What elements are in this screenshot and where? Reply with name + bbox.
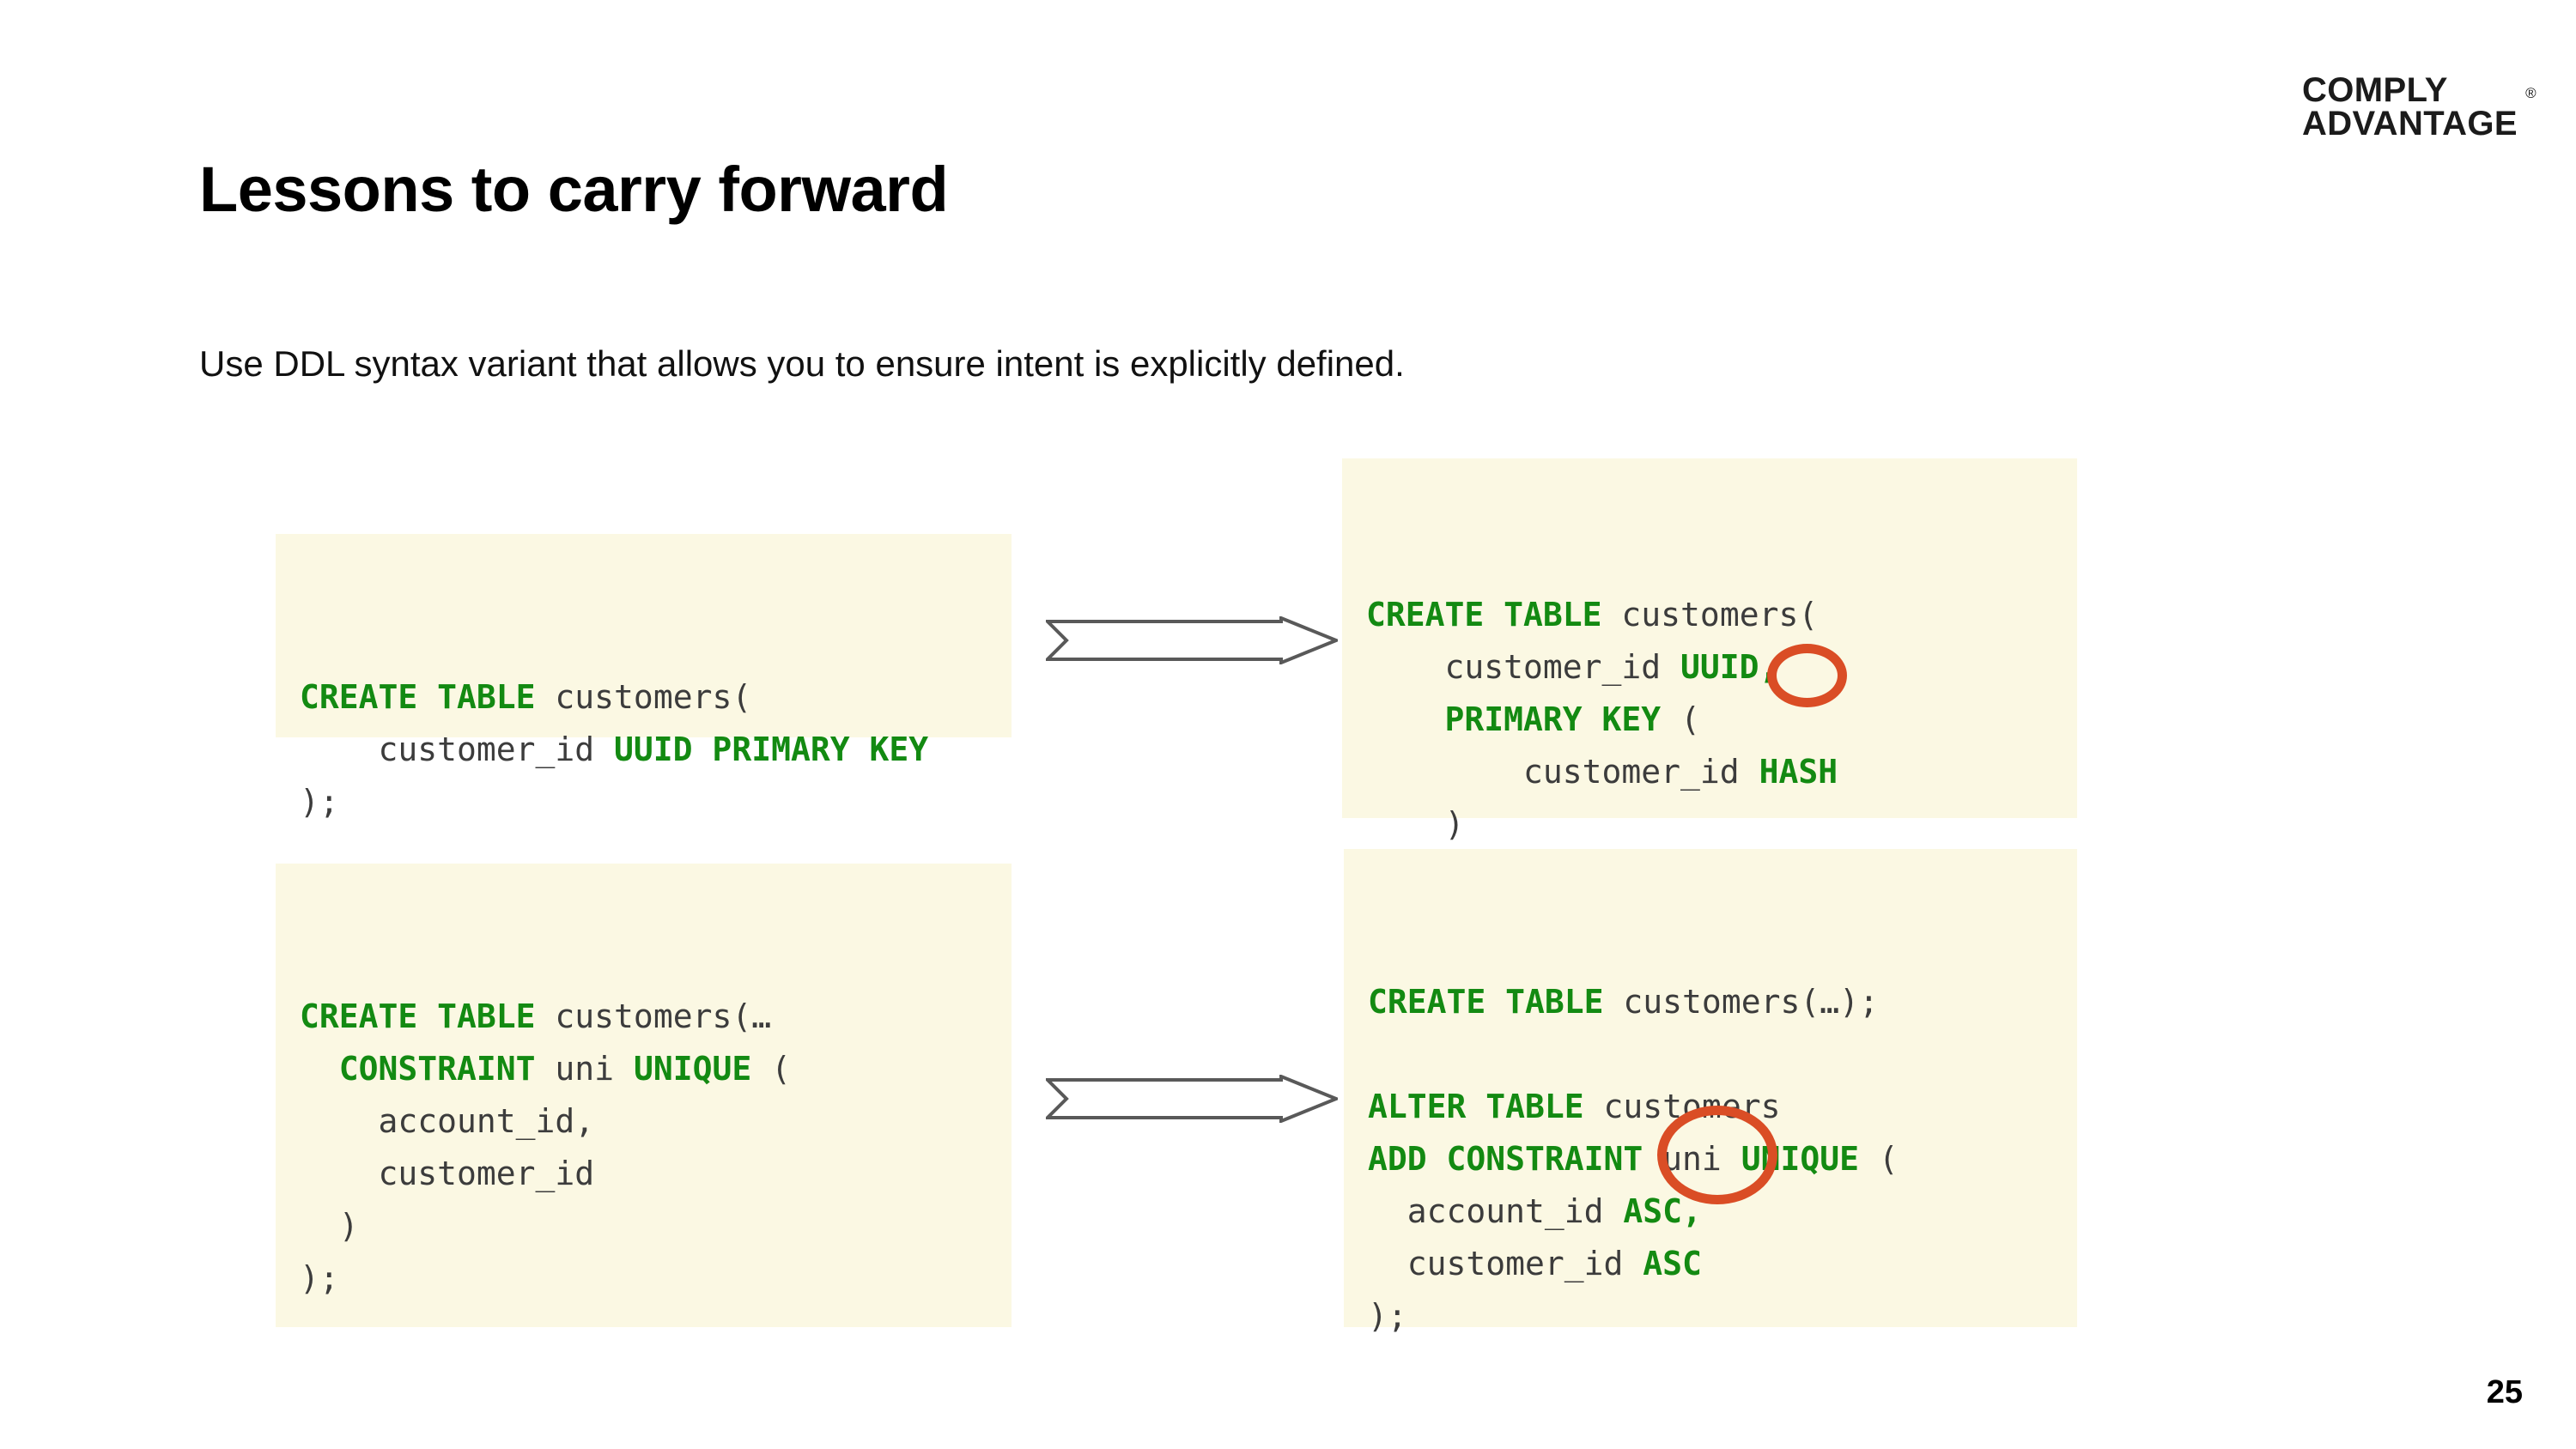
brand-logo-line2-text: ADVANTAGE [2301, 105, 2518, 143]
sql-identifier: customers(… [535, 997, 772, 1035]
sql-keyword: HASH [1759, 753, 1838, 791]
transform-arrow-top-icon [1043, 615, 1341, 665]
code-content-top-right: CREATE TABLE customers( customer_id UUID… [1366, 589, 2077, 903]
sql-identifier: customer_id [1366, 753, 1759, 791]
sql-keyword: ADD CONSTRAINT [1368, 1140, 1643, 1178]
sql-identifier: ) [300, 1207, 359, 1245]
sql-identifier: ); [1368, 1297, 1407, 1335]
code-block-top-right: CREATE TABLE customers( customer_id UUID… [1342, 458, 2077, 895]
sql-keyword: ASC [1643, 1245, 1702, 1282]
code-line [1368, 1028, 2077, 1081]
sql-identifier: customer_id [300, 731, 615, 768]
code-line: customer_id ASC [1368, 1238, 2077, 1290]
sql-keyword: UNIQUE [1741, 1140, 1859, 1178]
sql-identifier: uni [1643, 1140, 1741, 1178]
sql-keyword: UNIQUE [633, 1050, 752, 1088]
code-content-bottom-left: CREATE TABLE customers(… CONSTRAINT uni … [300, 991, 1012, 1305]
sql-identifier: customers( [1601, 596, 1819, 634]
sql-keyword: CREATE TABLE [1368, 983, 1604, 1021]
sql-identifier: customer_id [1368, 1245, 1643, 1282]
code-block-bottom-right: CREATE TABLE customers(…); ALTER TABLE c… [1344, 849, 2077, 1335]
sql-keyword: PRIMARY KEY [1444, 700, 1662, 738]
transform-arrow-bottom-icon [1043, 1074, 1341, 1124]
code-line: CREATE TABLE customers( [1366, 589, 2077, 641]
code-line: CREATE TABLE customers(… [300, 991, 1012, 1043]
code-line: ); [300, 1252, 1012, 1305]
code-line: customer_id HASH [1366, 746, 2077, 798]
code-line: CREATE TABLE customers( [300, 671, 1012, 724]
code-line: ) [300, 1200, 1012, 1252]
code-content-bottom-right: CREATE TABLE customers(…); ALTER TABLE c… [1368, 976, 2077, 1343]
page-subtitle: Use DDL syntax variant that allows you t… [199, 343, 1405, 384]
sql-identifier: account_id, [300, 1102, 595, 1140]
sql-keyword: CREATE TABLE [300, 678, 536, 716]
sql-identifier: ( [751, 1050, 791, 1088]
sql-keyword: ALTER TABLE [1368, 1088, 1584, 1125]
sql-identifier [300, 1050, 339, 1088]
page-title: Lessons to carry forward [199, 154, 949, 225]
code-line: ) [1366, 798, 2077, 851]
code-line: CREATE TABLE customers(…); [1368, 976, 2077, 1028]
sql-keyword: UUID PRIMARY KEY [614, 731, 929, 768]
code-line: customer_id UUID, [1366, 641, 2077, 694]
code-line: account_id, [300, 1095, 1012, 1148]
code-line: account_id ASC, [1368, 1185, 2077, 1238]
registered-trademark-icon: ® [2525, 85, 2537, 102]
sql-identifier: customer_id [1366, 648, 1681, 686]
code-line: PRIMARY KEY ( [1366, 694, 2077, 746]
brand-logo-line2: ADVANTAGE ® [2301, 86, 2537, 143]
code-line: CONSTRAINT uni UNIQUE ( [300, 1043, 1012, 1095]
sql-identifier: customers [1583, 1088, 1781, 1125]
sql-identifier: customers(…); [1603, 983, 1879, 1021]
sql-keyword: CREATE TABLE [1366, 596, 1602, 634]
sql-identifier: customer_id [300, 1155, 595, 1192]
sql-identifier: ); [300, 783, 339, 821]
code-line: customer_id [300, 1148, 1012, 1200]
sql-keyword: ASC, [1623, 1192, 1702, 1230]
code-block-top-left: CREATE TABLE customers( customer_id UUID… [276, 534, 1012, 821]
sql-identifier: uni [535, 1050, 634, 1088]
code-line: customer_id UUID PRIMARY KEY [300, 724, 1012, 776]
sql-identifier: account_id [1368, 1192, 1624, 1230]
sql-keyword: UUID, [1680, 648, 1779, 686]
sql-keyword: CREATE TABLE [300, 997, 536, 1035]
sql-identifier: ) [1366, 805, 1465, 843]
brand-logo: COMPLY ADVANTAGE ® [2301, 71, 2537, 143]
sql-keyword: CONSTRAINT [338, 1050, 536, 1088]
code-content-top-left: CREATE TABLE customers( customer_id UUID… [300, 671, 1012, 828]
sql-identifier: ); [300, 1259, 339, 1297]
code-block-bottom-left: CREATE TABLE customers(… CONSTRAINT uni … [276, 864, 1012, 1327]
sql-identifier [1366, 700, 1445, 738]
brand-logo-line1: COMPLY [2301, 71, 2448, 109]
page-number: 25 [2486, 1374, 2523, 1410]
code-line: ALTER TABLE customers [1368, 1081, 2077, 1133]
code-line: ADD CONSTRAINT uni UNIQUE ( [1368, 1133, 2077, 1185]
code-line: ); [1368, 1290, 2077, 1343]
sql-identifier: customers( [535, 678, 752, 716]
sql-identifier: ( [1858, 1140, 1899, 1178]
code-line: ); [300, 776, 1012, 828]
sql-identifier: ( [1661, 700, 1700, 738]
